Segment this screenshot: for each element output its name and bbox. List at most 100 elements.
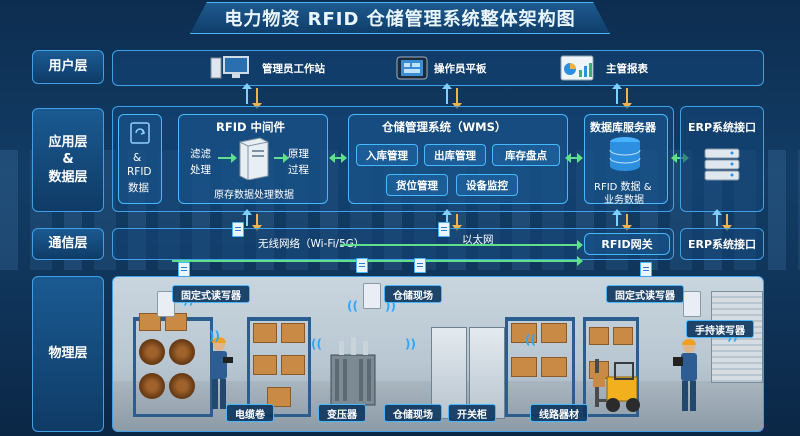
crate xyxy=(267,387,291,407)
erp-panel xyxy=(680,106,764,212)
label-switch-cabinet: 开关柜 xyxy=(448,404,496,422)
middleware-wms-link xyxy=(329,153,347,163)
wms-button-inventory[interactable]: 库存盘点 xyxy=(492,144,560,166)
data-packet-icon xyxy=(178,262,190,277)
arrow-down-1 xyxy=(252,88,262,109)
cable-reel xyxy=(169,339,195,365)
transformer xyxy=(325,333,381,415)
rfid-data-card-line3: 数据 xyxy=(128,182,149,194)
label-transformer: 变压器 xyxy=(318,404,366,422)
workstation-icon xyxy=(210,55,250,85)
erp-server-icon xyxy=(704,148,740,186)
layer-label-app-line2: & xyxy=(62,152,74,168)
page-title: 电力物资 RFID 仓储管理系统整体架构图 xyxy=(224,9,576,30)
arrow-down-4 xyxy=(252,214,262,231)
data-packet-icon xyxy=(232,222,244,237)
layer-label-app-line3: 数据层 xyxy=(48,169,88,185)
worker-figure xyxy=(203,337,237,421)
cable-shelf xyxy=(133,317,213,417)
report-icon xyxy=(560,55,594,85)
label-warehouse-site: 仓储现场 xyxy=(384,404,442,422)
wifi-icon: )) xyxy=(405,337,416,351)
middleware-arrow-out xyxy=(274,153,289,163)
middleware-left-text-1: 滤滤 xyxy=(190,148,211,160)
arrow-up-1 xyxy=(242,83,252,104)
wms-db-link xyxy=(565,153,583,163)
arrow-up-3 xyxy=(612,83,622,104)
data-card-icon xyxy=(130,122,150,148)
forklift xyxy=(591,355,663,419)
wifi-icon: (( xyxy=(311,337,322,351)
crate xyxy=(541,323,567,343)
fixed-reader-center xyxy=(363,283,381,309)
server-icon xyxy=(234,136,270,184)
data-packet-icon xyxy=(414,258,426,273)
ethernet-line xyxy=(340,240,583,250)
fixed-reader-left-label: 固定式读写器 xyxy=(172,285,250,303)
arrow-down-3 xyxy=(622,88,632,109)
network-line xyxy=(172,256,583,266)
middleware-right-text-2: 过程 xyxy=(288,164,309,176)
comm-erp-label: ERP系统接口 xyxy=(687,238,757,251)
arrow-down-2 xyxy=(452,88,462,109)
crate xyxy=(589,327,609,345)
fixed-reader-right xyxy=(683,291,701,317)
arrow-up-4 xyxy=(242,209,252,226)
crate xyxy=(511,357,537,377)
database-caption-1: RFID 数据 & xyxy=(594,182,652,193)
user-item-workstation: 管理员工作站 xyxy=(262,63,325,75)
label-cable-reel: 电缆卷 xyxy=(226,404,274,422)
wms-button-inbound[interactable]: 入库管理 xyxy=(356,144,418,166)
crate-shelf xyxy=(247,317,311,417)
arrow-down-6 xyxy=(622,214,632,231)
layer-label-user: 用户层 xyxy=(32,50,104,84)
wms-button-location[interactable]: 货位管理 xyxy=(386,174,448,196)
wifi-network-label: 无线网络（Wi-Fi/5G） xyxy=(258,238,365,250)
crate xyxy=(281,323,305,343)
middleware-title: RFID 中间件 xyxy=(216,120,286,134)
wms-button-monitor[interactable]: 设备监控 xyxy=(456,174,518,196)
crate xyxy=(253,323,277,343)
data-packet-icon xyxy=(640,262,652,277)
arrow-up-2 xyxy=(442,83,452,104)
rfid-data-card-line2: RFID xyxy=(127,166,152,178)
crate xyxy=(613,327,633,345)
wifi-icon: )) xyxy=(385,299,396,313)
layer-label-comm-text: 通信层 xyxy=(48,236,88,252)
crate xyxy=(165,313,187,331)
layer-label-app-line1: 应用层 xyxy=(48,134,88,150)
erp-title: ERP系统接口 xyxy=(688,121,757,134)
arrow-up-5 xyxy=(442,209,452,226)
rfid-gateway-label: RFID网关 xyxy=(601,238,653,251)
wms-button-outbound[interactable]: 出库管理 xyxy=(424,144,486,166)
layer-label-physical-text: 物理层 xyxy=(48,346,88,362)
data-packet-icon xyxy=(438,222,450,237)
database-icon xyxy=(608,136,642,176)
arrow-up-7 xyxy=(712,209,722,226)
crate xyxy=(281,355,305,375)
crate xyxy=(511,323,537,343)
rfid-gateway: RFID网关 xyxy=(584,233,670,255)
database-title: 数据库服务器 xyxy=(590,121,656,134)
title-banner: 电力物资 RFID 仓储管理系统整体架构图 xyxy=(190,2,610,34)
wifi-icon: )) xyxy=(209,329,220,343)
cable-reel xyxy=(139,339,165,365)
arrow-down-5 xyxy=(452,214,462,231)
layer-label-app: 应用层 & 数据层 xyxy=(32,108,104,212)
wms-title: 仓储管理系统（WMS） xyxy=(382,120,507,134)
crate xyxy=(139,313,161,331)
layer-label-physical: 物理层 xyxy=(32,276,104,432)
warehouse-site-top-label: 仓储现场 xyxy=(384,285,442,303)
tablet-icon xyxy=(396,56,428,84)
arrow-up-6 xyxy=(612,209,622,226)
data-packet-icon xyxy=(356,258,368,273)
handheld-reader-label: 手持读写器 xyxy=(686,320,754,338)
crate xyxy=(253,355,277,375)
worker-figure xyxy=(671,339,707,423)
ethernet-label: 以太网 xyxy=(462,234,494,246)
wifi-icon: (( xyxy=(525,333,536,347)
layer-label-user-text: 用户层 xyxy=(48,59,88,75)
material-shelf xyxy=(583,317,639,417)
comm-erp-panel: ERP系统接口 xyxy=(680,228,764,260)
crate xyxy=(541,357,567,377)
